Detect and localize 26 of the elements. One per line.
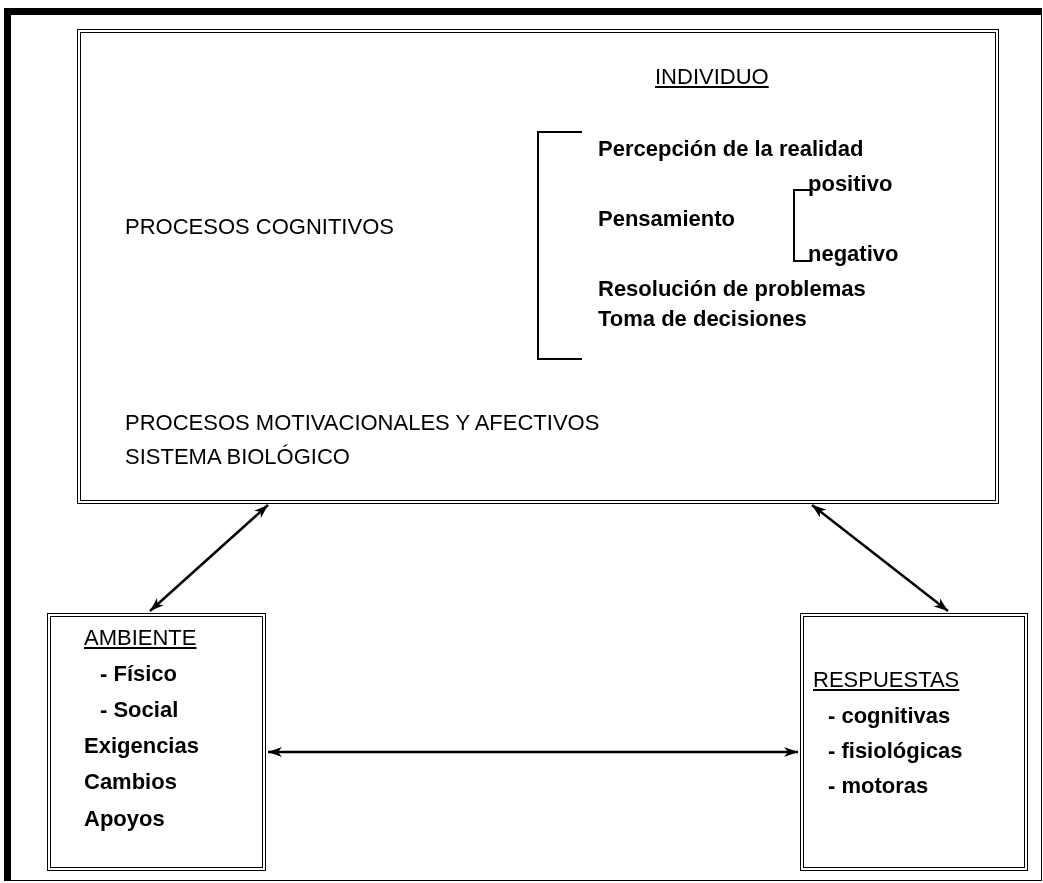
double-arrow	[811, 504, 949, 612]
node-text: RESPUESTAS	[813, 667, 960, 693]
node-text: - Físico	[100, 661, 177, 687]
double-arrow	[268, 747, 798, 757]
node-box	[800, 613, 1028, 871]
node-text: PROCESOS MOTIVACIONALES Y AFECTIVOS	[125, 410, 600, 436]
node-text: INDIVIDUO	[655, 64, 769, 90]
node-text: negativo	[808, 241, 899, 267]
node-text: AMBIENTE	[84, 625, 197, 651]
node-text: - motoras	[828, 773, 929, 799]
node-text: Toma de decisiones	[598, 306, 807, 332]
node-box	[77, 29, 999, 504]
node-text: PROCESOS COGNITIVOS	[125, 214, 394, 240]
node-text: - Social	[100, 697, 179, 723]
node-text: Pensamiento	[598, 206, 735, 232]
node-text: Cambios	[84, 769, 177, 795]
node-text: Apoyos	[84, 806, 165, 832]
node-text: - cognitivas	[828, 703, 951, 729]
node-text: SISTEMA BIOLÓGICO	[125, 444, 350, 470]
node-text: Exigencias	[84, 733, 199, 759]
node-text: - fisiológicas	[828, 738, 963, 764]
double-arrow	[149, 504, 269, 612]
node-text: positivo	[808, 171, 893, 197]
node-box	[47, 613, 266, 871]
node-text: Percepción de la realidad	[598, 136, 864, 162]
node-text: Resolución de problemas	[598, 276, 866, 302]
